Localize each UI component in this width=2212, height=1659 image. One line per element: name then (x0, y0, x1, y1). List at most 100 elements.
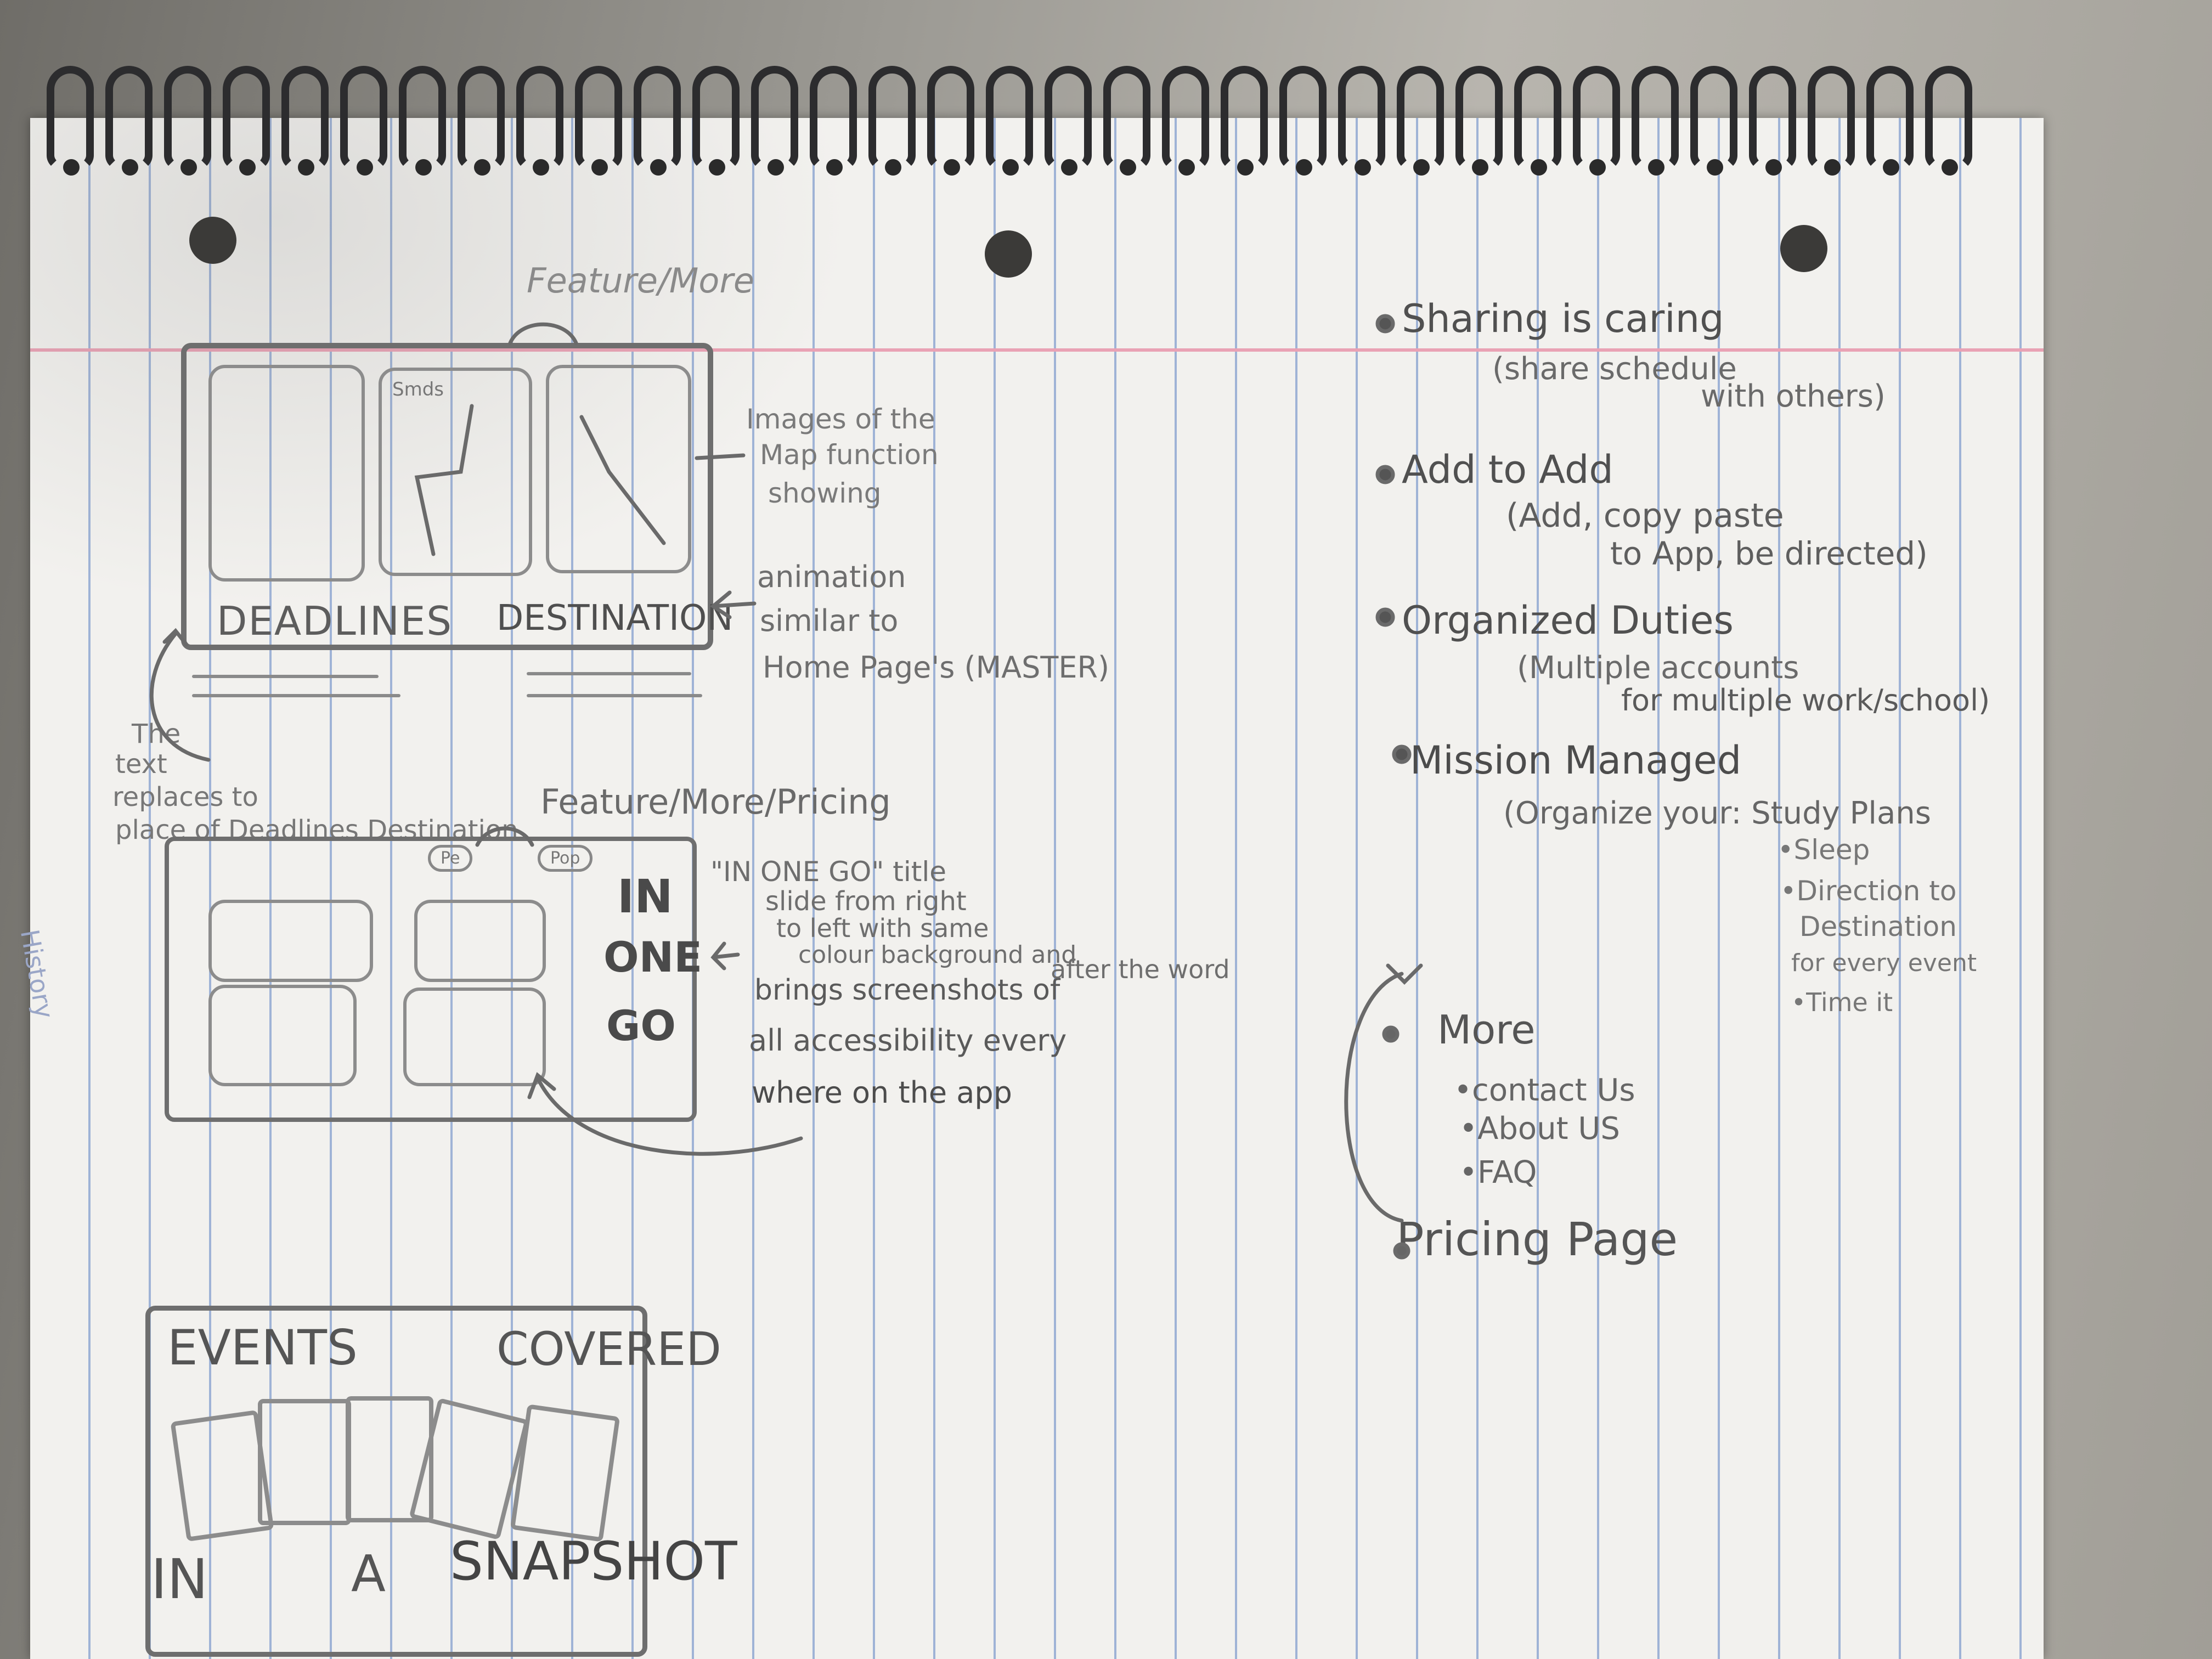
sketch2-title-go: GO (606, 1001, 676, 1050)
sketch2-card-4 (403, 988, 546, 1086)
sketch1-note-images-2: Map function (760, 439, 939, 471)
more-curve-arrow (1344, 972, 1404, 1223)
coil-hole (944, 159, 960, 176)
more-item-3: •FAQ (1459, 1155, 1537, 1190)
sketch2-note-5: brings screenshots of (754, 974, 1060, 1007)
coil-hole (1589, 159, 1606, 176)
bullet-dot-2 (1375, 465, 1395, 484)
punch-hole-center (985, 230, 1032, 278)
sketch1-arrow-animation (710, 590, 757, 619)
coil-hole (1237, 159, 1254, 176)
spiral-coil (1279, 66, 1327, 170)
punch-hole-left (189, 217, 236, 264)
more-item-2: •About US (1459, 1111, 1620, 1147)
coil-hole (1355, 159, 1371, 176)
sketch1-note-images-3: showing (768, 477, 882, 509)
sketch2-note-8: where on the app (752, 1075, 1012, 1110)
spiral-coil (1690, 66, 1737, 170)
more-curve-arrowhead (1386, 963, 1423, 985)
sketch1-curve-text (149, 628, 211, 762)
coil-hole (1120, 159, 1136, 176)
coil-hole (1178, 159, 1195, 176)
sketch1-underline-a (192, 675, 379, 678)
sketch1-top-hump (508, 322, 578, 345)
coil-hole (1942, 159, 1958, 176)
sketch2-frame (165, 837, 697, 1122)
bullet-dot-pricing (1393, 1242, 1410, 1260)
bullet-1-title: Sharing is caring (1402, 296, 1724, 341)
sketch1-arrow-images (695, 453, 746, 460)
sketch1-underline-d (527, 694, 702, 697)
sketch2-note-7: all accessibility every (749, 1023, 1067, 1058)
bullet-4-sub-3: •Direction to (1780, 875, 1957, 907)
coil-hole (1413, 159, 1430, 176)
sketch2-note-6: after the word (1051, 955, 1230, 984)
coil-hole (298, 159, 314, 176)
sketch2-title-one: ONE (603, 933, 703, 981)
sketch2-arrow-title (710, 941, 740, 970)
sketch2-left-pill: Pe (428, 845, 473, 872)
sketch1-zigzag-2 (579, 415, 666, 545)
sketch1-zigzag-1 (414, 404, 474, 556)
more-title: More (1437, 1007, 1536, 1053)
bullet-4-sub-6: •Time it (1791, 988, 1893, 1017)
sketch2-card-3 (208, 985, 357, 1086)
punch-hole-right (1780, 225, 1827, 272)
coil-hole (1531, 159, 1547, 176)
sketch3-card-3 (346, 1396, 433, 1522)
sketch1-panel-2 (379, 368, 532, 576)
bullet-1-sub-1: (share schedule (1492, 351, 1737, 387)
bullet-4-title: Mission Managed (1410, 738, 1742, 783)
coil-hole (180, 159, 197, 176)
sketch1-panel-3 (546, 365, 691, 573)
coil-hole (591, 159, 608, 176)
spiral-coil (340, 66, 387, 170)
bullet-2-sub-2: to App, be directed) (1610, 535, 1928, 572)
coil-hole (357, 159, 373, 176)
sketch3-frame (145, 1306, 647, 1657)
bullet-3-title: Organized Duties (1402, 598, 1734, 643)
sketch1-frame (181, 343, 713, 650)
spiral-coil (1338, 66, 1385, 170)
sketch2-top-hump (475, 826, 534, 847)
bullet-dot-3 (1375, 607, 1395, 627)
bullet-1-sub-2: with others) (1701, 379, 1886, 414)
sketch2-note-1: "IN ONE GO" title (710, 856, 947, 888)
bullet-dot-4 (1392, 744, 1412, 764)
spiral-coil (1045, 66, 1092, 170)
bullet-2-sub-1: (Add, copy paste (1506, 496, 1784, 535)
spiral-coil (1103, 66, 1150, 170)
sketch1-mini-label: Smds (392, 379, 444, 400)
sketch3-covered: COVERED (496, 1322, 721, 1376)
sketch2-title-in: IN (617, 870, 673, 923)
coil-hole (885, 159, 901, 176)
sketch1-note-animation-2: similar to (760, 603, 899, 638)
sketch1-note-images-1: Images of the (746, 403, 935, 435)
bullet-dot-1 (1375, 314, 1395, 334)
sketch1-note-text-2: text (115, 749, 167, 780)
pricing-page-label: Pricing Page (1396, 1212, 1678, 1266)
sketch1-note-text-3: replaces to (112, 782, 258, 812)
spiral-coil (1749, 66, 1796, 170)
coil-hole (709, 159, 725, 176)
sketch2-card-1 (208, 900, 373, 982)
coil-hole (1472, 159, 1488, 176)
bullet-3-sub-1: (Multiple accounts (1517, 650, 1799, 686)
sketch3-word-snapshot: SNAPSHOT (450, 1531, 737, 1592)
sketch2-note-3: to left with same (776, 913, 989, 943)
sketch2-note-2: slide from right (765, 886, 967, 917)
sketch2-card-2 (414, 900, 546, 982)
sketch1-deadlines: DEADLINES (217, 598, 453, 644)
spiral-coil (105, 66, 153, 170)
sketch1-panel-1 (208, 365, 365, 582)
bullet-4-sub-2: •Sleep (1778, 834, 1870, 866)
coil-hole (650, 159, 667, 176)
bullet-2-title: Add to Add (1402, 447, 1613, 492)
sketch3-word-a: A (351, 1544, 386, 1603)
coil-hole (474, 159, 490, 176)
sketch1-destination: DESTINATION (496, 598, 733, 639)
bullet-dot-more (1382, 1025, 1400, 1043)
bullet-4-sub-1: (Organize your: Study Plans (1503, 795, 1931, 831)
coil-hole (122, 159, 138, 176)
